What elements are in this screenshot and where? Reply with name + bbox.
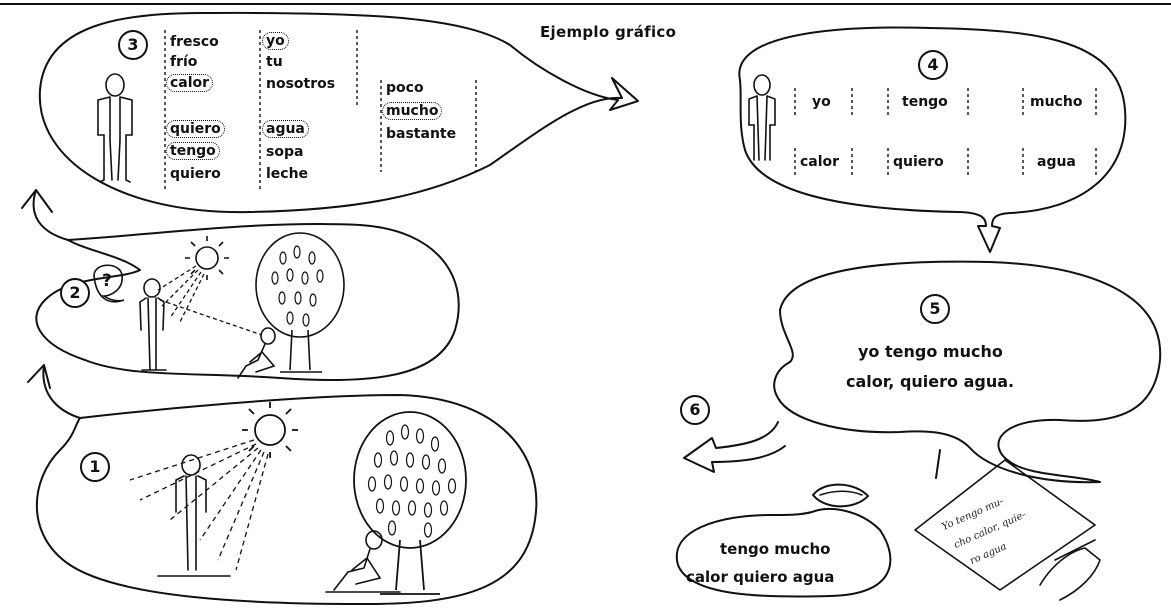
vocab-word-poco: poco: [386, 80, 424, 96]
step-number-3: 3: [118, 30, 148, 60]
step-number-2: 2: [60, 278, 90, 308]
vocab-word-leche: leche: [266, 166, 309, 182]
bubble-4-column-lines: [794, 88, 1097, 178]
page-title: Ejemplo gráfico: [540, 23, 677, 41]
vocab-word-agua: agua: [262, 120, 309, 138]
spoken-bubble-outline: [675, 508, 892, 598]
sentence-line-1: yo tengo mucho: [858, 342, 1003, 361]
selected-word-tengo: tengo: [902, 94, 948, 110]
arrow-1-to-2: [27, 364, 81, 419]
sun-2: [185, 236, 229, 280]
vocab-word-yo: yo: [262, 32, 289, 50]
sentence-line-2: calor, quiero agua.: [846, 372, 1015, 391]
vocab-word-calor: calor: [166, 74, 214, 92]
bubble-3-column-lines: [164, 30, 477, 192]
sun-rays-2: [157, 265, 263, 336]
bubble-5-outline: [773, 260, 1162, 484]
person-standing-2: [139, 278, 167, 371]
vocab-word-quiero-2: quiero: [170, 166, 221, 182]
arrow-6: [683, 421, 786, 473]
paper-sheet: [914, 459, 1096, 591]
arrow-2-to-3: [21, 189, 69, 241]
vocab-word-nosotros: nosotros: [266, 76, 336, 92]
person-sitting-1: [325, 530, 401, 593]
question-mark: ?: [102, 271, 112, 291]
tree-1: [353, 411, 467, 595]
vocab-word-fresco: fresco: [170, 34, 219, 50]
vocab-word-frio: frío: [170, 54, 198, 70]
selected-word-yo: yo: [812, 94, 831, 110]
selected-word-calor: calor: [800, 154, 840, 170]
selected-word-agua: agua: [1037, 154, 1076, 170]
selected-word-mucho: mucho: [1030, 94, 1083, 110]
vocab-word-sopa: sopa: [266, 144, 304, 160]
bubble-1-outline: [35, 394, 538, 606]
sun-1: [242, 402, 298, 458]
bubble-4-outline: [738, 26, 1127, 253]
pen-in-hand: [1054, 539, 1096, 561]
vocab-word-tu: tu: [266, 54, 283, 70]
writing-hand: [1039, 547, 1101, 601]
spoken-line-1: tengo mucho: [720, 540, 831, 558]
tree-2: [255, 232, 345, 373]
stick-figure-4: [748, 74, 776, 161]
stick-figure-3: [97, 73, 133, 183]
pen-stroke: [935, 449, 941, 479]
vocab-word-tengo: tengo: [166, 142, 220, 160]
person-standing-1: [157, 454, 231, 577]
bubble-2-outline: [35, 223, 460, 382]
step-number-6: 6: [680, 395, 710, 425]
step-number-5: 5: [920, 294, 950, 324]
vocab-word-quiero: quiero: [166, 120, 225, 138]
question-bubble-outline: [93, 264, 125, 303]
vocab-word-mucho: mucho: [382, 102, 443, 120]
mouth-teeth: [819, 490, 863, 496]
mouth-drawing: [812, 483, 869, 508]
bubble-3-outline: [38, 11, 639, 214]
vocab-word-bastante: bastante: [386, 126, 457, 142]
selected-word-quiero: quiero: [893, 154, 944, 170]
person-sitting-2: [237, 327, 276, 379]
step-number-1: 1: [80, 452, 110, 482]
spoken-line-2: calor quiero agua: [686, 568, 835, 586]
step-number-4: 4: [918, 50, 948, 80]
